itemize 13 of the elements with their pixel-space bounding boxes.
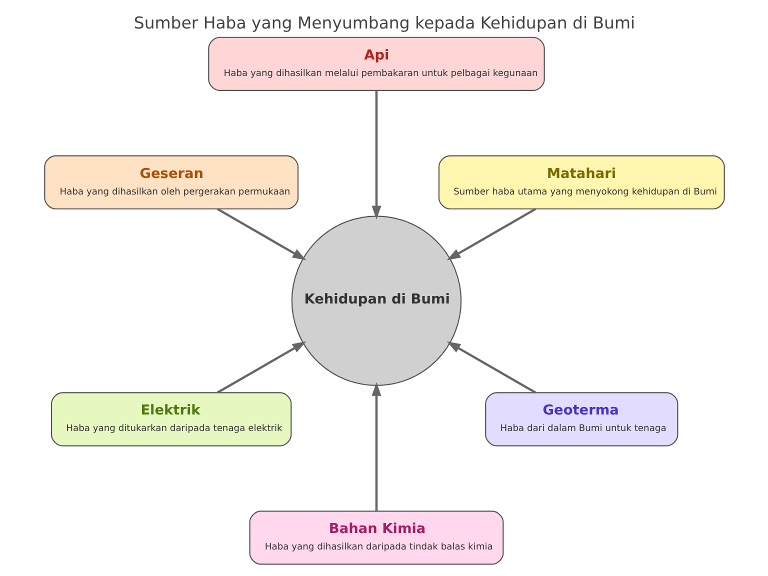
arrow — [446, 208, 536, 260]
node-box: Matahari Sumber haba utama yang menyokong kehidupan di Bumi — [438, 155, 724, 210]
node-box: Bahan Kimia Haba yang dihasilkan daripada tindak balas kimia — [248, 510, 504, 565]
node-box: Geoterma Haba dari dalam Bumi untuk tenaga — [484, 392, 678, 446]
arrow — [216, 341, 306, 394]
node-box: Api Haba yang dihasilkan melalui pembakaran untuk pelbagai kegunaan — [208, 36, 544, 91]
arrow — [371, 382, 381, 511]
arrow — [446, 341, 536, 394]
node-box: Geseran Haba yang dihasilkan oleh pergerakan permukaan — [44, 155, 298, 210]
arrow — [216, 208, 306, 260]
diagram-title: Sumber Haba yang Menyumbang kepada Kehidupan di Bumi — [133, 14, 635, 33]
arrow — [371, 90, 381, 220]
node-box: Elektrik Haba yang ditukarkan daripada tenaga elektrik — [50, 392, 292, 446]
